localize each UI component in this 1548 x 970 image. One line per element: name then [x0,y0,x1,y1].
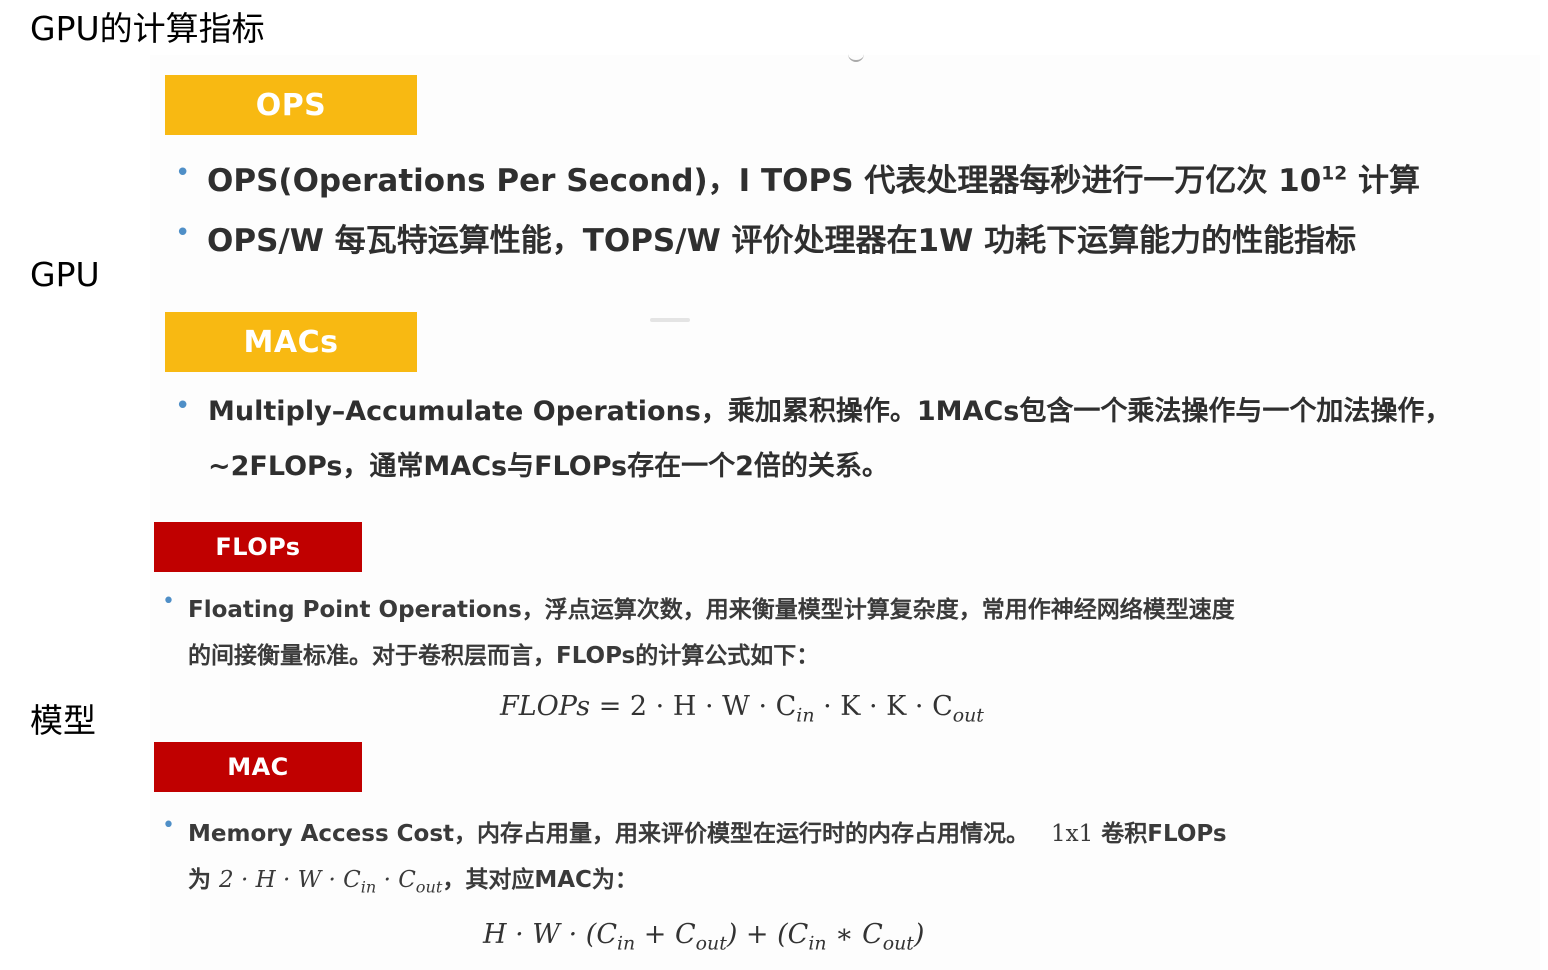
mac-line-2-sub-in: in [360,877,377,897]
mac-banner-label: MAC [227,753,289,781]
ops-line-2: OPS/W 每瓦特运算性能，TOPS/W 评价处理器在1W 功耗下运算能力的性能… [207,223,1357,259]
mac-line-2-tail: ，其对应MAC为： [442,867,638,893]
mac-formula-sub-1: in [617,932,636,955]
bullet-icon: • [175,391,191,421]
page-title: GPU的计算指标 [30,9,265,48]
mac-line-1-text: Memory Access Cost，内存占用量，用来评价模型在运行时的内存占用… [188,821,1030,847]
ops-banner-label: OPS [255,87,327,123]
macs-banner-label: MACs [243,324,339,360]
flops-line-1: Floating Point Operations，浮点运算次数，用来衡量模型计… [188,597,1235,623]
mac-formula-c: ) + (C [726,919,809,950]
mac-formula: H · W · (Cin + Cout) + (Cin ∗ Cout) [483,919,924,954]
mac-line-2-math-a: 2 · H · W · C [219,867,361,893]
ops-line-1-tail: 计算 [1347,163,1420,199]
mac-line-2-prefix: 为 [188,867,220,893]
bullet-icon: • [175,158,191,188]
ops-exponent: 12 [1321,163,1348,185]
flops-formula-mid: · K · K · C [814,691,953,722]
mac-formula-b: + C [635,919,696,950]
mac-line-2: 为 2 · H · W · Cin · Cout，其对应MAC为： [188,860,638,897]
flops-formula-sub-in: in [796,704,815,727]
flops-banner: FLOPs [154,522,362,572]
mac-formula-a: H · W · (C [483,919,617,950]
macs-banner: MACs [165,312,417,372]
bullet-icon: • [175,218,191,248]
mac-formula-sub-4: out [882,932,914,955]
bullet-icon: • [162,813,175,838]
decorative-arc [848,52,864,62]
mac-banner: MAC [154,742,362,792]
slide-image: OPS • OPS(Operations Per Second)，I TOPS … [150,55,1540,970]
flops-line-2: 的间接衡量标准。对于卷积层而言，FLOPs的计算公式如下： [188,643,820,669]
flops-formula-sub-out: out [952,704,984,727]
mac-line-2-math-b: · C [376,867,416,893]
gpu-label: GPU [30,255,100,294]
flops-formula: FLOPs = 2 · H · W · Cin · K · K · Cout [500,691,984,726]
mac-line-2-math: 2 · H · W · Cin · Cout [219,867,442,897]
macs-line-2: ~2FLOPs，通常MACs与FLOPs存在一个2倍的关系。 [208,451,889,482]
ops-line-1: OPS(Operations Per Second)，I TOPS 代表处理器每… [207,155,1420,200]
mac-formula-e: ) [913,919,925,950]
flops-formula-lhs: FLOPs [500,691,591,722]
ops-banner: OPS [165,75,417,135]
flops-formula-eq: = 2 · H · W · C [590,691,797,722]
bullet-icon: • [162,589,175,614]
macs-line-1: Multiply–Accumulate Operations，乘加累积操作。1M… [208,396,1452,427]
mac-line-2-sub-out: out [415,877,443,897]
model-label: 模型 [30,701,96,740]
mac-line-1: Memory Access Cost，内存占用量，用来评价模型在运行时的内存占用… [188,814,1227,848]
flops-banner-label: FLOPs [215,533,301,561]
ops-line-1-text: OPS(Operations Per Second)，I TOPS 代表处理器每… [207,163,1322,199]
mac-formula-sub-2: out [695,932,727,955]
mac-formula-d: ∗ C [826,919,883,950]
mac-formula-sub-3: in [808,932,827,955]
decorative-smudge [650,318,690,322]
mac-line-1-tail: 卷积FLOPs [1093,821,1227,847]
mac-line-1-math: 1x1 [1051,821,1094,847]
